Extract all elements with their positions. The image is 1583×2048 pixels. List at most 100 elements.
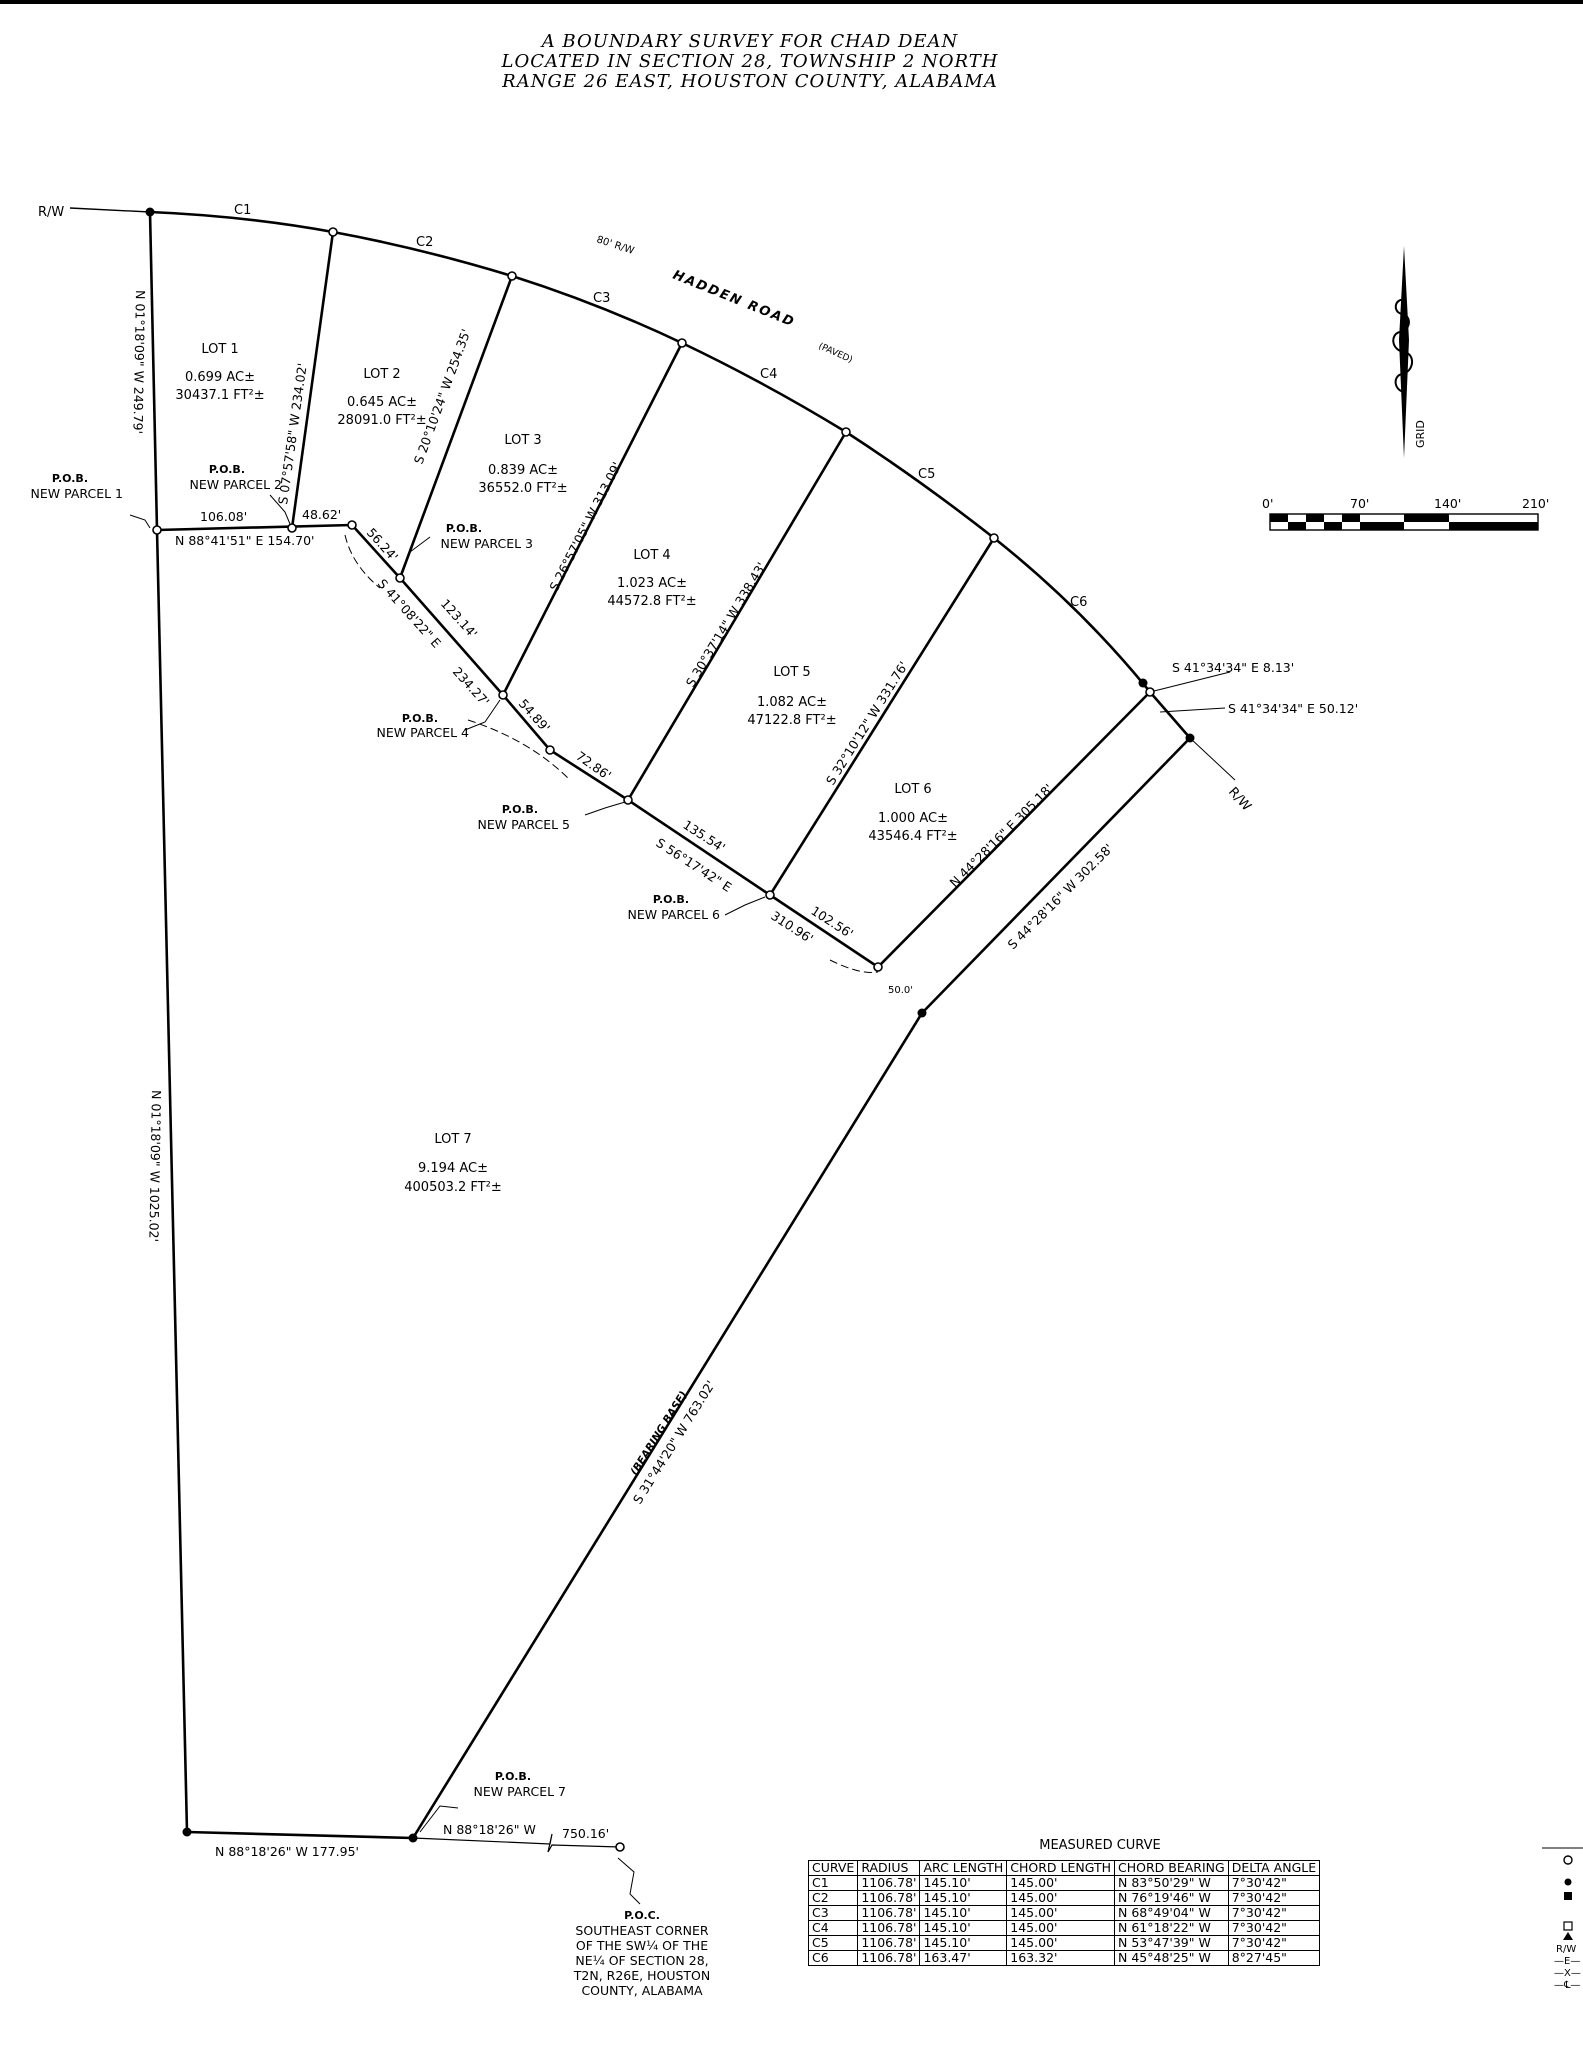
seg-234: 234.27' bbox=[450, 664, 493, 709]
cell: 1106.78' bbox=[857, 1905, 921, 1921]
pob6-title: P.O.B. bbox=[653, 893, 689, 906]
west-line-lower bbox=[155, 529, 189, 1833]
cell: 1106.78' bbox=[857, 1920, 921, 1936]
bearing-lot3-east: S 26°57'05" W 313.09' bbox=[546, 460, 624, 594]
title-line-3: RANGE 26 EAST, HOUSTON COUNTY, ALABAMA bbox=[502, 71, 998, 92]
scale-block bbox=[1270, 514, 1288, 522]
cell: 1106.78' bbox=[857, 1890, 921, 1906]
rw-left-line bbox=[69, 207, 151, 213]
table-row: C4 1106.78' 145.10' 145.00' N 61°18'22" … bbox=[807, 1920, 1321, 1936]
curve-table-header: CURVE RADIUS ARC LENGTH CHORD LENGTH CHO… bbox=[807, 1860, 1321, 1876]
cell: 145.10' bbox=[919, 1875, 1008, 1891]
cell: 145.00' bbox=[1006, 1890, 1116, 1906]
cell: N 61°18'22" W bbox=[1114, 1920, 1229, 1936]
pob3-title: P.O.B. bbox=[446, 522, 482, 535]
monument-open bbox=[677, 338, 687, 348]
lot7-east-line bbox=[921, 737, 1191, 1014]
cell: 7°30'42" bbox=[1227, 1890, 1321, 1906]
scale-tick-140: 140' bbox=[1434, 496, 1461, 511]
cell: N 76°19'46" W bbox=[1114, 1890, 1229, 1906]
leader-pob-3 bbox=[402, 536, 431, 573]
hadden-road-row-arc bbox=[149, 210, 1152, 693]
pob2-label: NEW PARCEL 2 bbox=[190, 477, 282, 492]
interior-diagonal-2 bbox=[627, 798, 879, 969]
poc-line-5: COUNTY, ALABAMA bbox=[581, 1983, 703, 1998]
curve-label-c2: C2 bbox=[416, 235, 433, 250]
cell: C1 bbox=[807, 1875, 859, 1891]
cell: 163.47' bbox=[919, 1950, 1008, 1966]
legend-rw: R/W bbox=[1556, 1944, 1576, 1955]
header-radius: RADIUS bbox=[857, 1860, 921, 1876]
lot1-lot2-divider bbox=[290, 231, 335, 529]
monument-open bbox=[545, 745, 555, 755]
rw-right-line bbox=[1189, 737, 1236, 781]
leader-pob-2 bbox=[269, 494, 291, 525]
cell: C3 bbox=[807, 1905, 859, 1921]
survey-title: A BOUNDARY SURVEY FOR CHAD DEAN LOCATED … bbox=[380, 32, 1120, 92]
curve-label-c1: C1 bbox=[234, 203, 251, 218]
pob2-title: P.O.B. bbox=[209, 463, 245, 476]
monument-solid bbox=[1138, 678, 1148, 688]
road-surface: (PAVED) bbox=[817, 342, 854, 366]
bearing-north-line: N 88°41'51" E 154.70' bbox=[175, 533, 315, 548]
monument-open bbox=[287, 523, 297, 533]
pob7-label: NEW PARCEL 7 bbox=[474, 1784, 566, 1799]
road-name: HADDEN ROAD bbox=[671, 268, 798, 331]
lot-labels: LOT 1 0.699 AC± 30437.1 FT²± LOT 2 0.645… bbox=[175, 342, 957, 1195]
monument-open bbox=[1145, 687, 1155, 697]
cell: 145.10' bbox=[919, 1935, 1008, 1951]
poc-line-4: T2N, R26E, HOUSTON bbox=[573, 1968, 710, 1983]
dashed-arc-2 bbox=[467, 719, 571, 781]
legend-solid-square-icon bbox=[1564, 1892, 1572, 1900]
pob1-label: NEW PARCEL 1 bbox=[31, 486, 123, 501]
header-chord-length: CHORD LENGTH bbox=[1006, 1860, 1116, 1876]
north-arrow: GRID bbox=[1392, 246, 1427, 458]
seg-106: 106.08' bbox=[200, 509, 247, 524]
scale-tick-70: 70' bbox=[1350, 496, 1369, 511]
bearing-lot7-east: S 44°28'16" W 302.58' bbox=[1005, 841, 1116, 952]
bearing-base-line bbox=[411, 1012, 924, 1839]
legend-cl: —℄— bbox=[1554, 1980, 1580, 1991]
leader-pob-1 bbox=[129, 514, 151, 529]
road-row-width: 80' R/W bbox=[595, 234, 635, 257]
monument-open bbox=[395, 573, 405, 583]
lot4-sqft: 44572.8 FT²± bbox=[607, 594, 696, 609]
curve-table: CURVE RADIUS ARC LENGTH CHORD LENGTH CHO… bbox=[807, 1860, 1321, 1966]
seg-50: 50.0' bbox=[888, 985, 913, 996]
curve-label-c4: C4 bbox=[760, 367, 777, 382]
scale-tick-0: 0' bbox=[1262, 496, 1273, 511]
lot5-sqft: 47122.8 FT²± bbox=[747, 713, 836, 728]
leader-pob-4 bbox=[464, 699, 501, 731]
cell: C6 bbox=[807, 1950, 859, 1966]
lot7-acres: 9.194 AC± bbox=[418, 1161, 488, 1176]
scale-block bbox=[1449, 522, 1538, 530]
scale-bar-checker bbox=[1270, 514, 1538, 530]
poc-title: P.O.C. bbox=[624, 1909, 660, 1922]
monument-open bbox=[152, 525, 162, 535]
legend-solid-monument-icon bbox=[1564, 1878, 1572, 1886]
header-arc-length: ARC LENGTH bbox=[919, 1860, 1008, 1876]
bearing-lot6-east: N 44°28'16" E 305.18' bbox=[947, 781, 1056, 890]
north-arrow-label: GRID bbox=[1414, 420, 1427, 448]
leader-poc bbox=[617, 1857, 641, 1905]
poc-label: P.O.C. SOUTHEAST CORNER OF THE SW¼ OF TH… bbox=[573, 1909, 710, 1998]
cell: 7°30'42" bbox=[1227, 1875, 1321, 1891]
leader-pob-6 bbox=[724, 896, 766, 916]
title-line-1: A BOUNDARY SURVEY FOR CHAD DEAN bbox=[541, 31, 959, 52]
leader-corner-1 bbox=[1149, 671, 1231, 693]
dashed-arc-1 bbox=[344, 534, 381, 589]
leader-pob-5 bbox=[584, 801, 626, 816]
lot6-sqft: 43546.4 FT²± bbox=[868, 829, 957, 844]
scale-block bbox=[1342, 514, 1360, 522]
pob5-label: NEW PARCEL 5 bbox=[478, 817, 570, 832]
monument-open bbox=[623, 795, 633, 805]
corner-line bbox=[1149, 691, 1191, 739]
bearing-lot2-east: S 20°10'24" W 254.35' bbox=[411, 327, 474, 466]
cell: 8°27'45" bbox=[1227, 1950, 1321, 1966]
lot5-lot6-divider bbox=[768, 537, 996, 896]
rw-right-label: R/W bbox=[1225, 785, 1254, 815]
curve-label-c5: C5 bbox=[918, 467, 935, 482]
leader-corner-2 bbox=[1159, 707, 1226, 713]
north-interior-line bbox=[156, 523, 353, 532]
